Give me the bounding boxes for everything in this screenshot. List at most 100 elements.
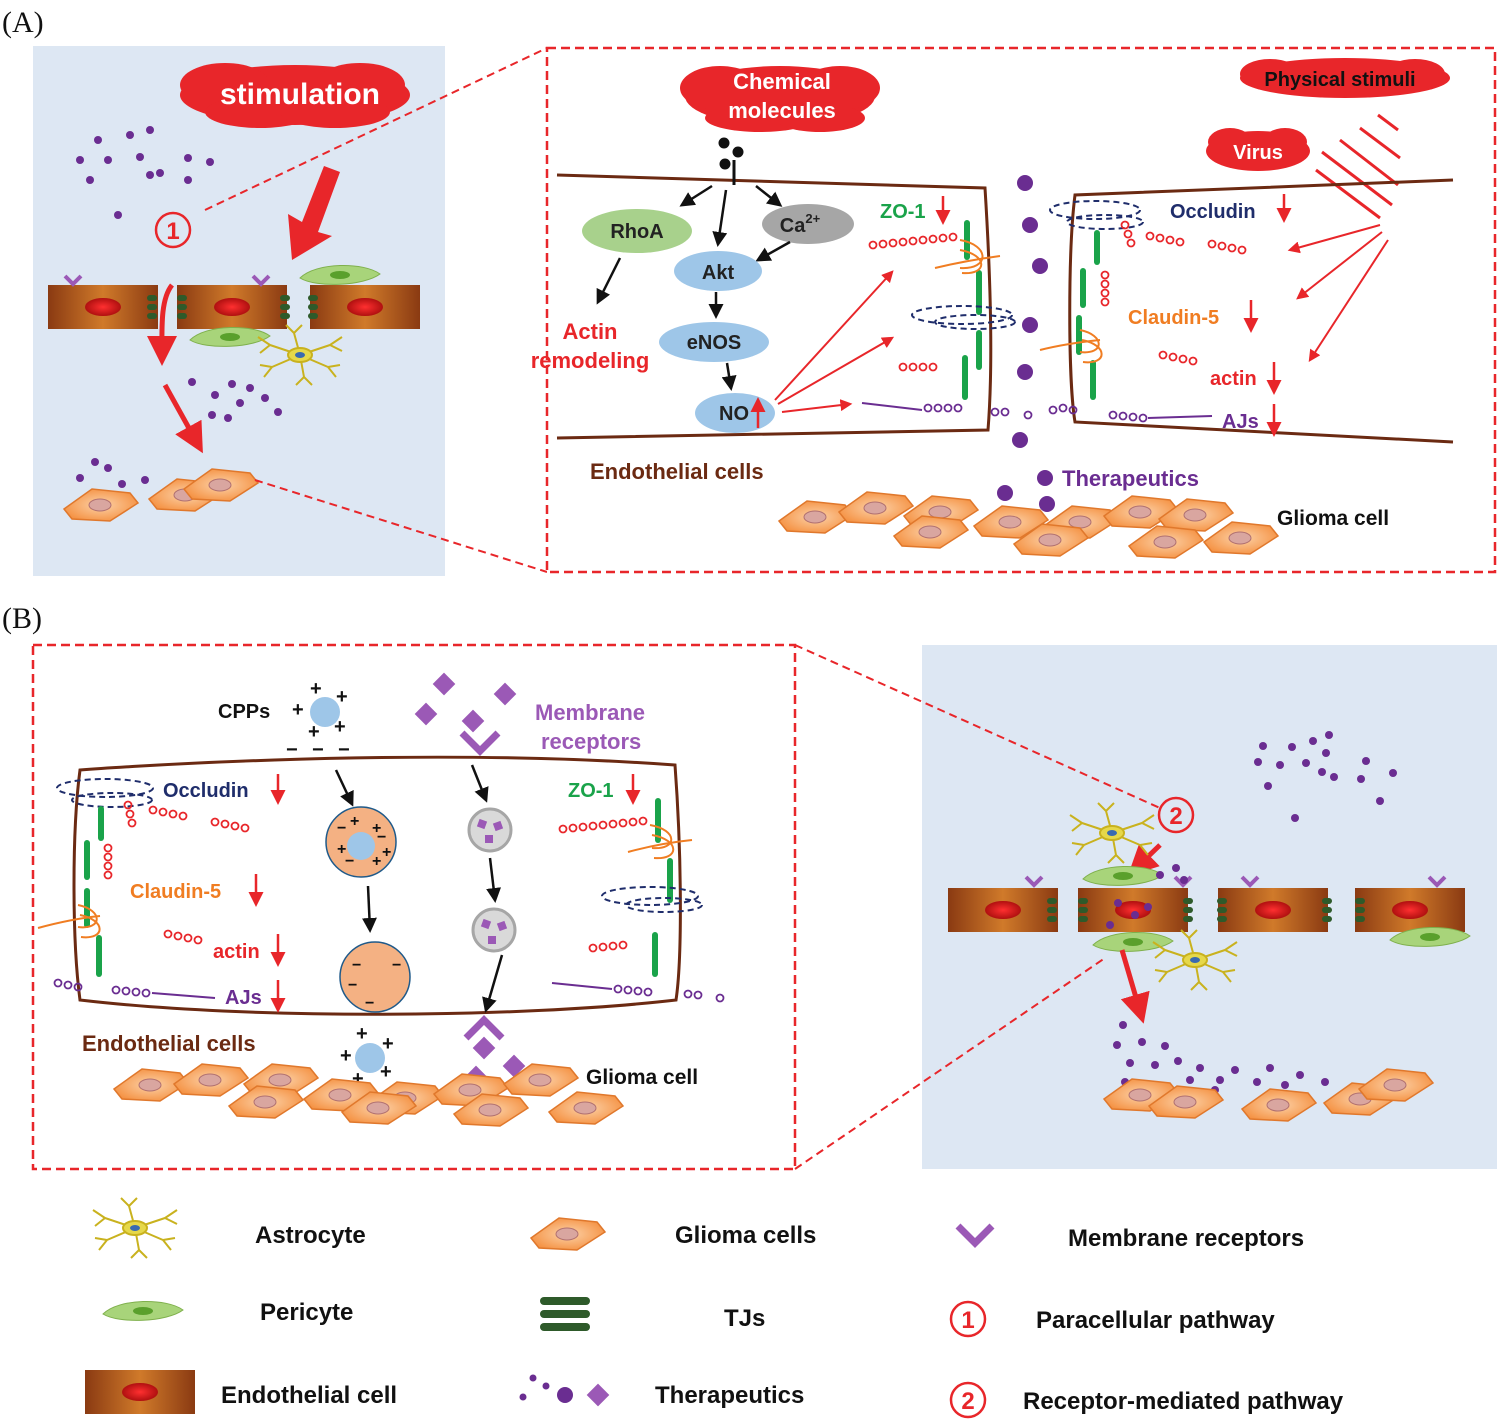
svg-text:−: − [377,829,386,846]
junction-proteins-left-a [911,220,1016,400]
legend-glioma-label: Glioma cells [675,1222,816,1249]
legend-receptor-mediated-num: 2 [961,1388,974,1415]
receptor-vesicle-1 [467,807,513,853]
actin-remodeling-2: remodeling [531,348,650,373]
arrow-to-ca [755,185,783,207]
legend-receptor-icon [955,1223,995,1248]
svg-text:−: − [338,739,350,761]
small-rings-left-a [898,362,938,372]
legend-paracellular-num: 1 [961,1307,974,1334]
cpp-endosome-1-charges: −++− +−++ [337,813,391,870]
physical-stimuli-cloud [1240,58,1450,98]
ajs-label-a: AJs [1222,411,1259,433]
cpps-label: CPPs [218,701,270,723]
pathway-1-number: 1 [166,218,179,245]
receptor-chevron-top [459,730,501,756]
therapeutic-dots-bottom-b [1113,1021,1329,1094]
glioma-cell-label-b: Glioma cell [586,1066,698,1089]
cpp-charges-top: +++++ −−− [286,678,350,761]
svg-text:+: + [292,699,304,721]
endothelial-cells-label-a: Endothelial cells [590,459,764,484]
receptor-arrow-3 [482,954,504,1013]
akt-node [674,251,762,291]
svg-text:+: + [336,686,348,708]
legend-paracellular-label: Paracellular pathway [1036,1307,1275,1334]
svg-text:+: + [382,1033,394,1055]
stimulation-label: stimulation [220,78,380,111]
akt-label: Akt [702,262,735,284]
cpp-endosome-1-core [347,832,375,860]
legend-astrocyte-label: Astrocyte [255,1222,366,1249]
svg-text:+: + [380,1061,392,1083]
stimulation-cloud [180,63,410,128]
pathway-2-marker [1157,796,1195,834]
chemical-label-1: Chemical [733,69,831,94]
chemical-label-2: molecules [728,98,836,123]
ajs-label-b: AJs [225,987,262,1009]
ca-superscript: 2+ [805,211,820,226]
arrow-enos-to-no [721,362,737,391]
virus-cloud [1206,128,1310,171]
arrow-ca-to-akt [755,240,791,262]
legend-receptor-mediated-icon [949,1381,987,1419]
svg-text:−: − [365,995,374,1012]
endothelial-cells-label-b: Endothelial cells [82,1031,256,1056]
legend-endothelial-label: Endothelial cell [221,1382,397,1409]
legend-endothelial-icon [85,1370,195,1414]
svg-text:−: − [286,739,298,761]
panel-a-zoom-box [545,46,1497,574]
svg-text:+: + [372,820,381,837]
endothelial-cell-left-a [556,173,993,440]
junction-proteins-right-a [1039,200,1247,423]
junction-proteins-right-b [551,798,725,1003]
endothelial-cell-right-a [1068,178,1454,444]
legend-therapeutics-icon [519,1374,610,1407]
claudin5-label-b: Claudin-5 [130,881,221,903]
zo1-chain-a [868,232,958,250]
enos-node [659,322,769,362]
endothelial-cell-b [72,755,682,1016]
zoom-connector-b2 [794,957,1106,1170]
svg-text:−: − [392,957,401,974]
enos-label: eNOS [687,332,741,354]
actin-filament-left-a [861,402,923,411]
receptor-vesicle-2-contents [480,918,508,944]
receptor-pathway-arrow-2 [1119,949,1150,1024]
stimulation-arrow [288,166,340,260]
cpp-arrow-1 [334,769,354,807]
zo1-text-a: ZO-1 [880,201,926,223]
legend-pericyte-icon [102,1300,184,1321]
pathway-2-number: 2 [1169,803,1182,830]
svg-text:+: + [310,678,322,700]
glioma-cell-label-a: Glioma cell [1277,507,1389,530]
receptor-vesicle-1-contents [476,818,504,843]
svg-text:+: + [372,853,381,870]
zoom-connector-b1 [794,644,1161,809]
therapeutic-dots-middle [76,378,282,488]
svg-text:+: + [337,841,346,858]
rhoa-label: RhoA [610,221,663,243]
junction-proteins-left-b [37,778,250,999]
zo1-label-a: ZO-1 [880,201,926,223]
svg-text:+: + [382,844,391,861]
svg-text:+: + [340,1045,352,1067]
legend-glioma-icon [530,1217,606,1251]
therapeutic-dots-transcytosis [1106,864,1188,929]
legend-tjs-icon [540,1297,590,1331]
occludin-label-a: Occludin [1170,201,1256,223]
chemical-cloud [680,66,880,132]
rhoa-node [582,209,692,253]
cpp-charges-bottom: +++++ [340,1023,394,1090]
paracellular-arrow-2 [162,383,203,454]
legend-astrocyte-icon [92,1197,178,1259]
zo1-label-b: ZO-1 [568,780,614,802]
legend-pericyte-label: Pericyte [260,1299,353,1326]
legend-tjs-label: TJs [724,1305,765,1332]
receptor-arrow-2 [486,857,502,903]
no-effect-arrows [774,270,895,413]
external-stimuli-arrows [1287,224,1389,363]
svg-text:−: − [337,820,346,837]
therapeutic-dots-top-b [1254,731,1397,822]
physical-stimuli-rays [1315,113,1401,220]
